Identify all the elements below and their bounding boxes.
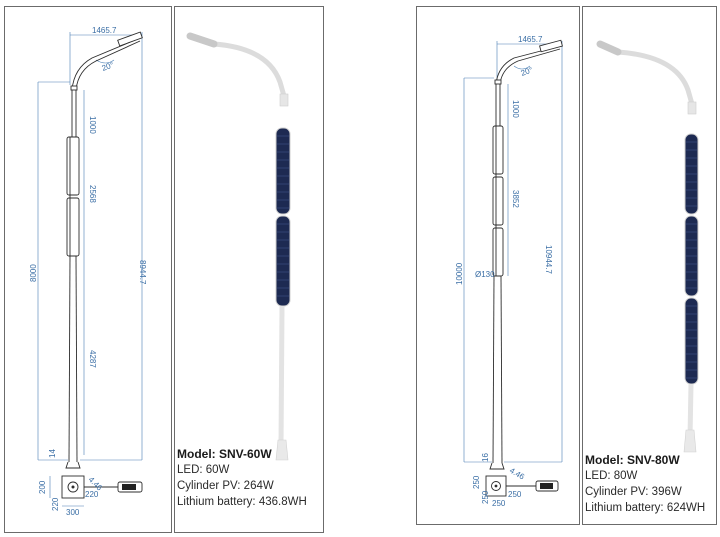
left-base-c-dim: 220 bbox=[51, 497, 60, 511]
left-base-b-dim: 220 bbox=[85, 490, 99, 499]
right-pole-dia-dim: Ø130 bbox=[475, 270, 495, 279]
right-pv-label: Cylinder PV: 396W bbox=[585, 486, 682, 498]
left-tech-drawing: 1465.7 20° 1000 2568 4287 8000 bbox=[29, 26, 147, 517]
left-arm-length-dim: 1465.7 bbox=[92, 26, 117, 35]
right-spec-block: Model: SNV-80W LED: 80W Cylinder PV: 396… bbox=[585, 452, 705, 516]
right-angle-dim: 20° bbox=[520, 65, 534, 78]
left-battery-label: Lithium battery: 436.8WH bbox=[177, 496, 307, 508]
right-base-b-dim: 250 bbox=[508, 490, 522, 499]
left-base-offset-dim: 14 bbox=[48, 449, 57, 458]
left-upper-gap-dim: 1000 bbox=[88, 116, 97, 134]
right-base-e-dim: 4.46 bbox=[508, 466, 526, 482]
right-arm-length-dim: 1465.7 bbox=[518, 35, 543, 44]
left-base-d-dim: 300 bbox=[66, 508, 80, 517]
left-overall-height-dim: 8944.7 bbox=[138, 260, 147, 285]
left-base-a-dim: 200 bbox=[38, 480, 47, 494]
right-overall-height-dim: 10944.7 bbox=[544, 245, 553, 274]
right-battery-label: Lithium battery: 624WH bbox=[585, 502, 706, 514]
right-base-offset-dim: 16 bbox=[481, 453, 490, 462]
left-lower-pole-dim: 4287 bbox=[88, 350, 97, 368]
right-base-a-dim: 250 bbox=[472, 475, 481, 489]
right-total-height-dim: 10000 bbox=[455, 262, 464, 285]
left-panel-height-dim: 2568 bbox=[88, 185, 97, 203]
left-angle-dim: 20° bbox=[101, 60, 115, 73]
left-spec-block: Model: SNV-60W LED: 60W Cylinder PV: 264… bbox=[177, 446, 307, 510]
left-total-height-dim: 8000 bbox=[29, 264, 38, 282]
right-model-label: Model: SNV-80W bbox=[585, 453, 680, 467]
left-pv-label: Cylinder PV: 264W bbox=[177, 480, 274, 492]
left-led-label: LED: 60W bbox=[177, 464, 230, 476]
left-drawing-panel bbox=[4, 6, 172, 533]
right-render bbox=[596, 40, 699, 453]
right-panel-height-dim: 3852 bbox=[511, 190, 520, 208]
right-led-label: LED: 80W bbox=[585, 470, 638, 482]
left-render bbox=[186, 32, 291, 461]
right-tech-drawing: 1465.7 20° 1000 3852 Ø130 10000 10944.7 … bbox=[455, 35, 563, 508]
right-base-c-dim: 250 bbox=[481, 490, 490, 504]
right-upper-gap-dim: 1000 bbox=[511, 100, 520, 118]
right-base-d-dim: 250 bbox=[492, 499, 506, 508]
left-model-label: Model: SNV-60W bbox=[177, 447, 272, 461]
left-render-panel bbox=[174, 6, 324, 533]
